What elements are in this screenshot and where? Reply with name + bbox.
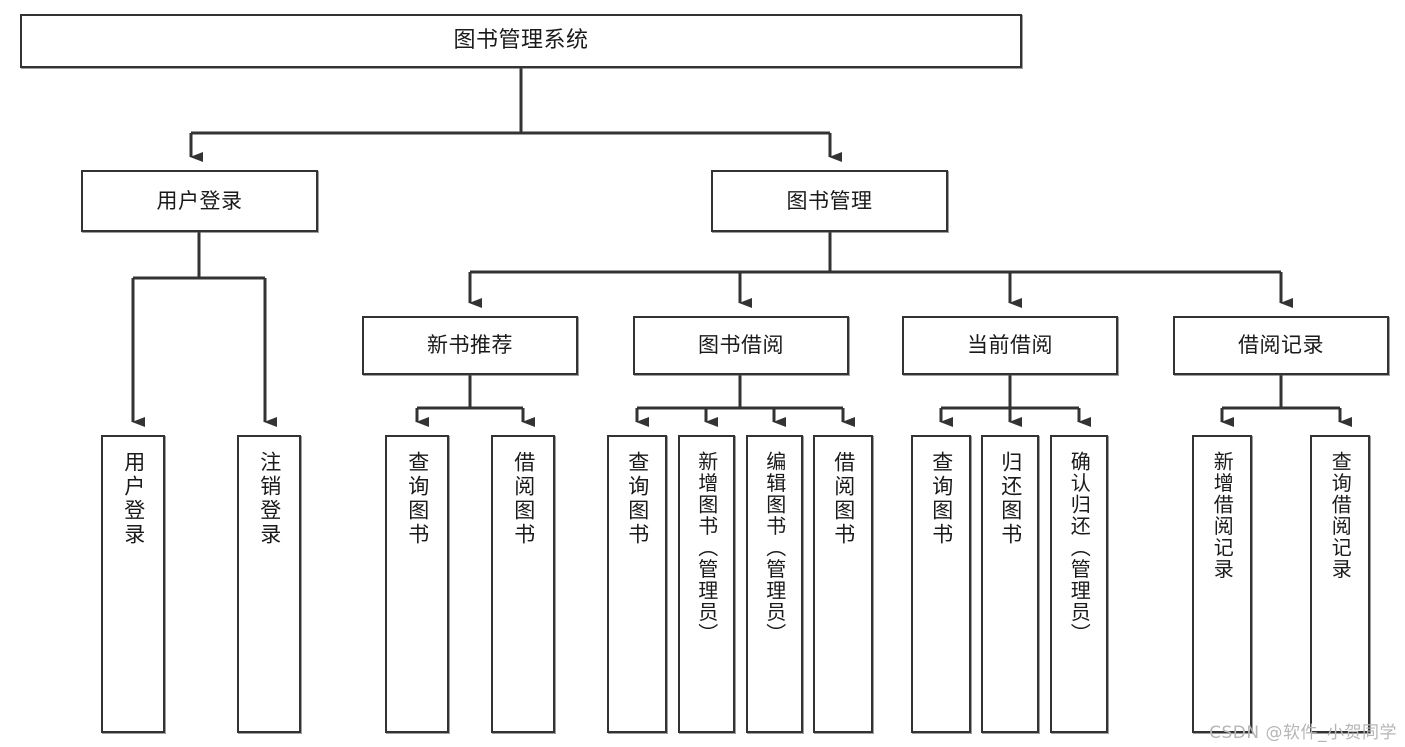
leaf-current-confirm-return-admin[interactable]: 确认归还（管理员） <box>1050 435 1108 733</box>
node-user-login[interactable]: 用户登录 <box>81 170 318 232</box>
node-root-system[interactable]: 图书管理系统 <box>20 14 1022 68</box>
node-label: 图书管理 <box>786 188 873 213</box>
node-label: 新书推荐 <box>427 333 513 358</box>
node-label: 查询图书 <box>405 451 430 547</box>
node-label: 图书借阅 <box>698 333 784 358</box>
node-label: 查询图书 <box>929 451 954 547</box>
node-label: 借阅图书 <box>511 451 536 547</box>
node-label: 注销登录 <box>257 451 282 547</box>
watermark-text: CSDN @软件_小贺同学 <box>1209 723 1397 743</box>
node-borrow-record[interactable]: 借阅记录 <box>1173 316 1389 375</box>
node-current-borrow[interactable]: 当前借阅 <box>902 316 1118 375</box>
leaf-record-add-record[interactable]: 新增借阅记录 <box>1192 435 1252 733</box>
node-label: 借阅记录 <box>1238 333 1324 358</box>
node-label: 用户登录 <box>121 451 146 547</box>
leaf-user-login-logout[interactable]: 注销登录 <box>237 435 301 733</box>
leaf-borrow-borrow-book[interactable]: 借阅图书 <box>813 435 873 733</box>
leaf-current-return-book[interactable]: 归还图书 <box>981 435 1039 733</box>
node-label: 新增借阅记录 <box>1210 451 1235 580</box>
node-label: 查询借阅记录 <box>1328 451 1353 580</box>
node-book-management[interactable]: 图书管理 <box>711 170 948 232</box>
leaf-recommend-borrow-book[interactable]: 借阅图书 <box>491 435 555 733</box>
leaf-borrow-edit-book-admin[interactable]: 编辑图书（管理员） <box>746 435 803 733</box>
node-new-book-recommend[interactable]: 新书推荐 <box>362 316 578 375</box>
leaf-borrow-add-book-admin[interactable]: 新增图书（管理员） <box>678 435 735 733</box>
leaf-user-login-login[interactable]: 用户登录 <box>101 435 165 733</box>
node-label: 新增图书（管理员） <box>694 451 719 645</box>
node-label: 编辑图书（管理员） <box>762 451 787 645</box>
node-label: 图书管理系统 <box>453 28 589 54</box>
leaf-current-query-book[interactable]: 查询图书 <box>911 435 971 733</box>
node-label: 确认归还（管理员） <box>1067 451 1092 645</box>
leaf-record-query-record[interactable]: 查询借阅记录 <box>1310 435 1370 733</box>
node-book-borrow[interactable]: 图书借阅 <box>633 316 849 375</box>
node-label: 当前借阅 <box>967 333 1053 358</box>
leaf-recommend-query-book[interactable]: 查询图书 <box>385 435 449 733</box>
node-label: 归还图书 <box>998 451 1023 547</box>
node-label: 借阅图书 <box>831 451 856 547</box>
leaf-borrow-query-book[interactable]: 查询图书 <box>607 435 667 733</box>
node-label: 用户登录 <box>156 188 243 213</box>
node-label: 查询图书 <box>625 451 650 547</box>
